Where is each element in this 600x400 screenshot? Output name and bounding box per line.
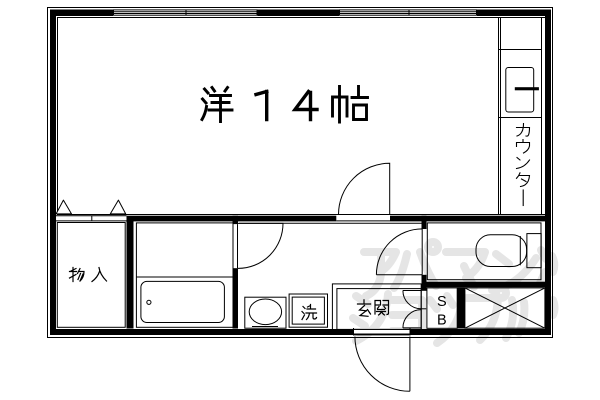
svg-text:B: B xyxy=(437,313,447,329)
svg-text:S: S xyxy=(437,294,447,310)
